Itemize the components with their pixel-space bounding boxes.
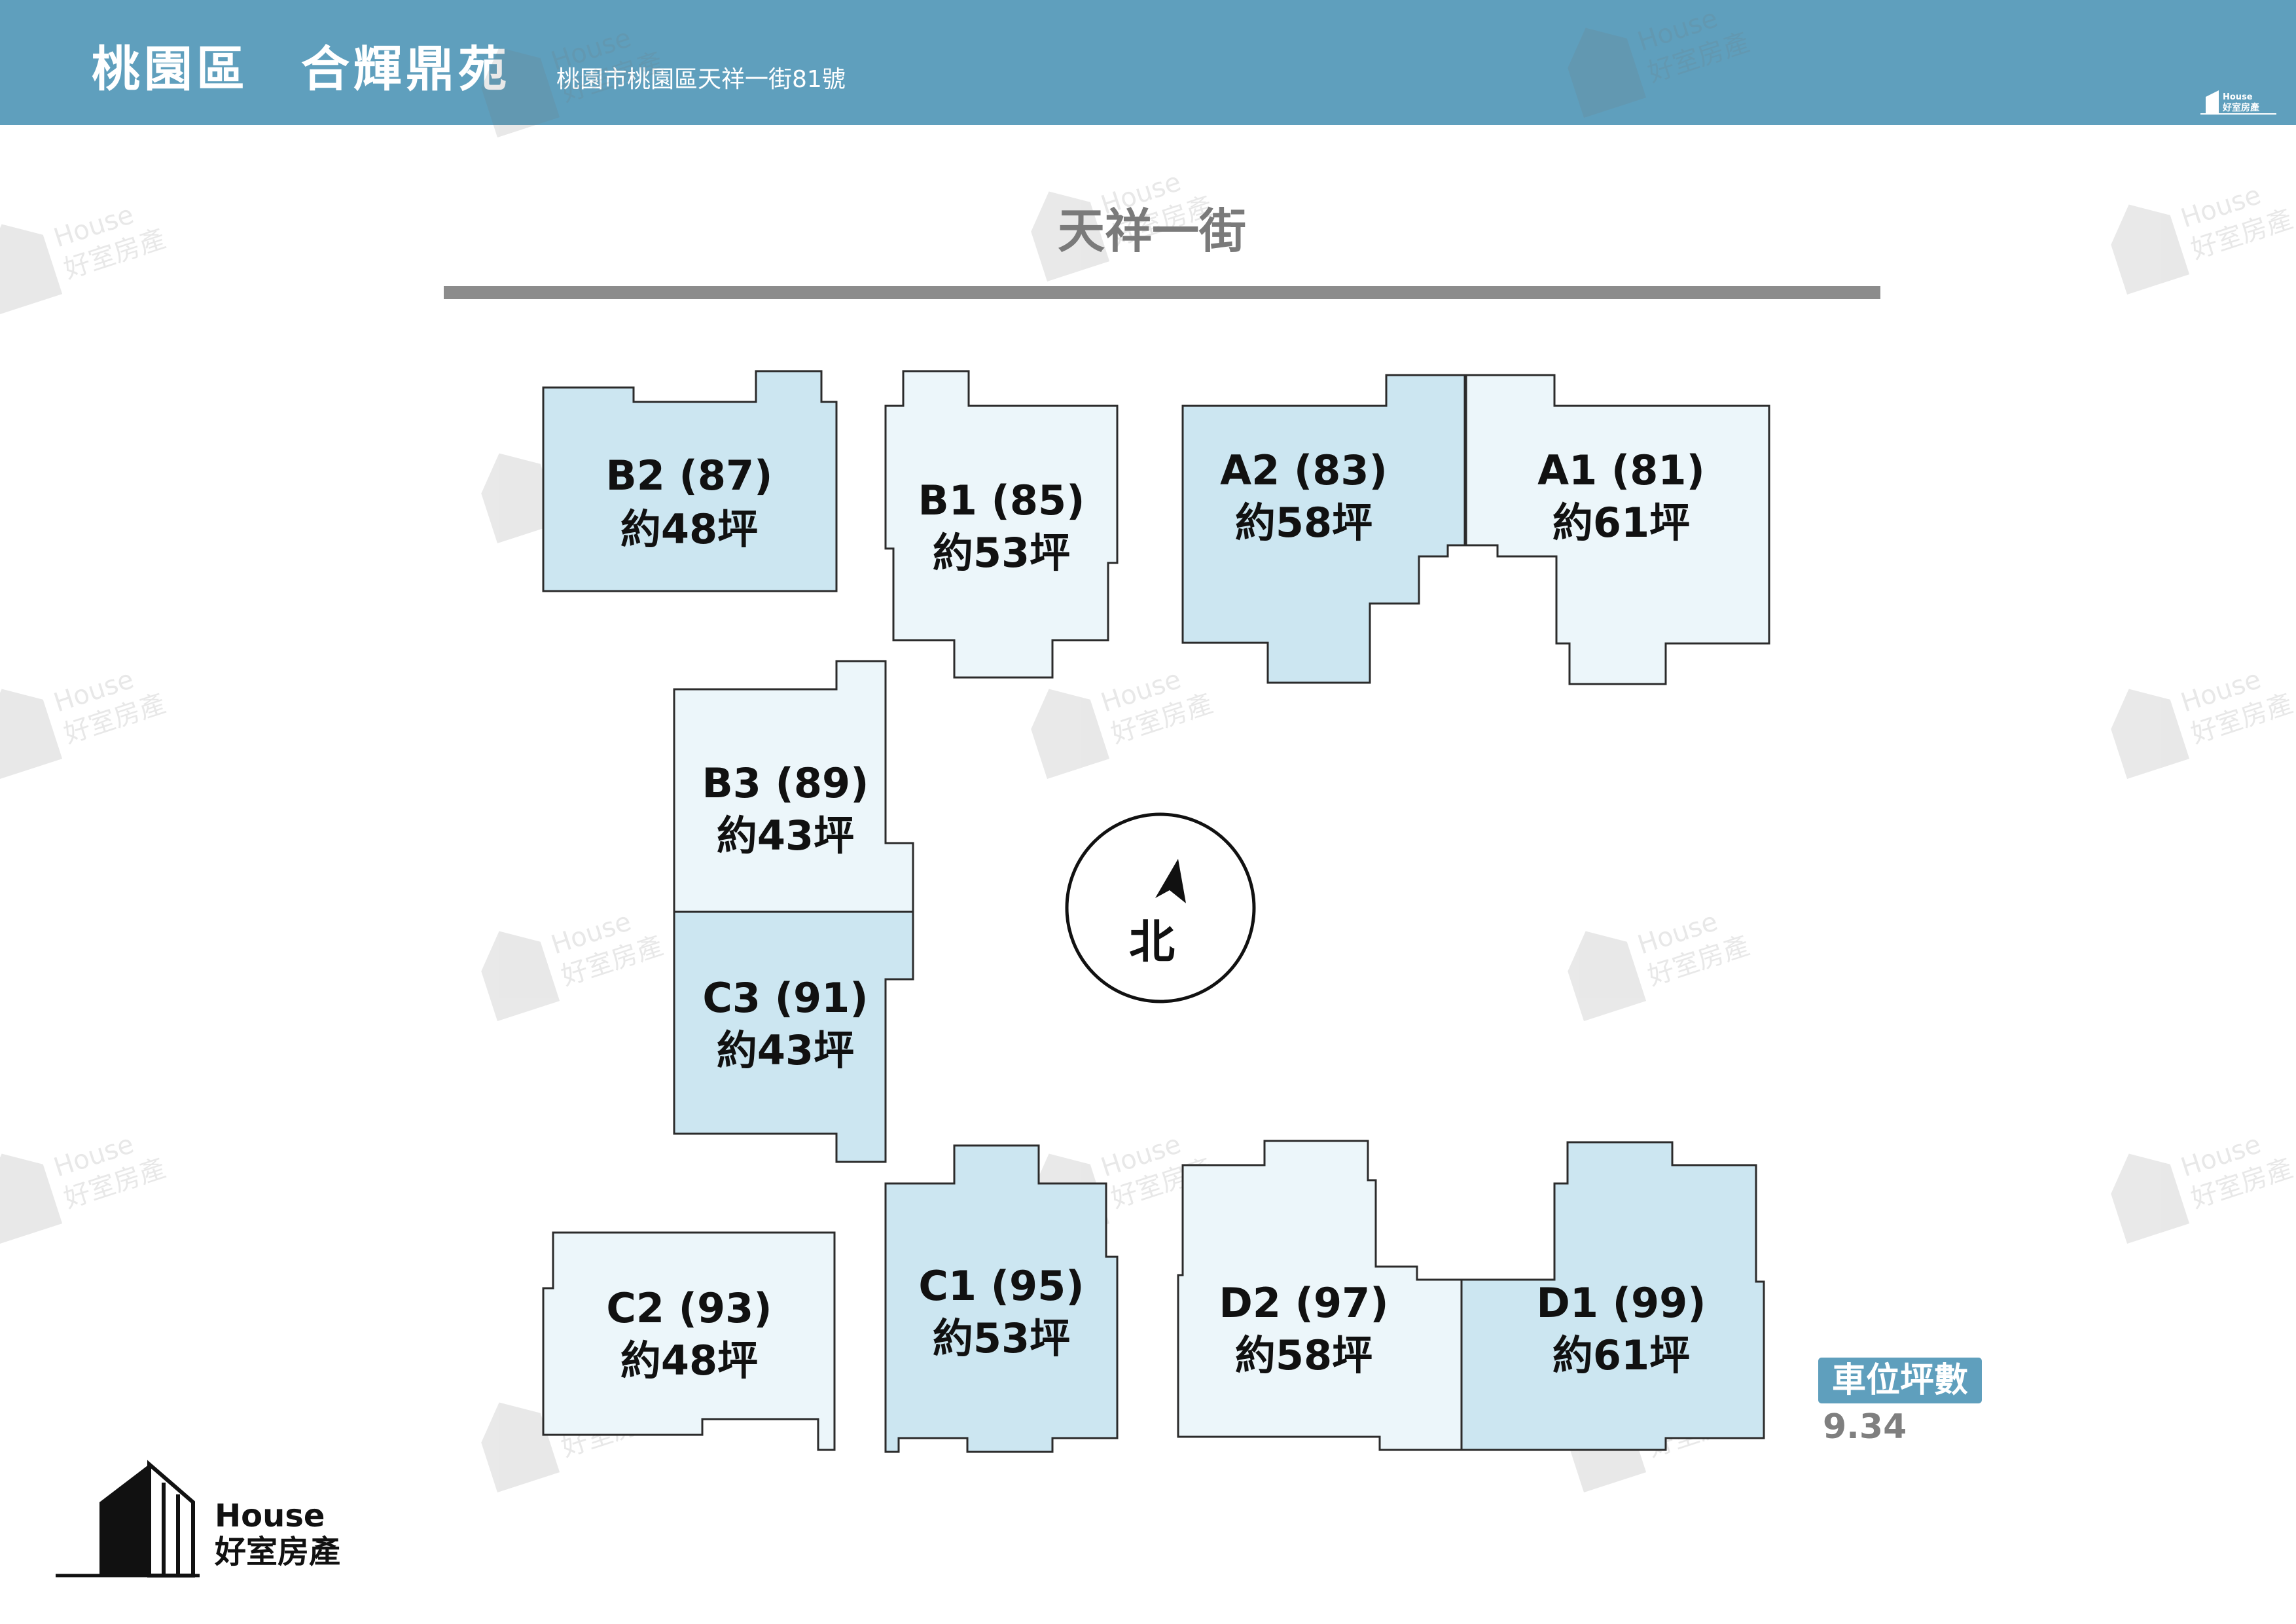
building-d2[interactable]: D2 (97) 約58坪 (1177, 1140, 1463, 1451)
watermark-building-icon (0, 1153, 63, 1244)
watermark-building-icon (1568, 931, 1647, 1021)
building-a2[interactable]: A2 (83) 約58坪 (1181, 374, 1466, 684)
page-title: 桃園區 合輝鼎苑 (92, 41, 511, 98)
building-c1[interactable]: C1 (95) 約53坪 (884, 1144, 1119, 1453)
north-compass: 北 (1065, 812, 1256, 1003)
watermark-building-icon (1568, 27, 1647, 118)
address-text: 桃園市桃園區天祥一街81號 (556, 66, 846, 93)
header-logo-zh: 好室房產 (2222, 102, 2259, 113)
brand-logo: House 好室房產 (56, 1460, 340, 1578)
header-logo: House 好室房產 (2200, 90, 2276, 115)
building-d2-outline (1177, 1140, 1463, 1451)
building-c2[interactable]: C2 (93) 約48坪 (542, 1231, 836, 1451)
building-b1-area: 約53坪 (933, 529, 1070, 577)
header-bar: 桃園區 合輝鼎苑 桃園市桃園區天祥一街81號 House 好室房產 (0, 0, 2296, 125)
street-name: 天祥一街 (1058, 204, 1246, 259)
compass-label: 北 (1129, 915, 1175, 969)
watermark-building-icon (1031, 689, 1110, 779)
brand-name-zh: 好室房產 (214, 1534, 340, 1570)
building-c1-outline (884, 1144, 1119, 1453)
building-c2-area: 約48坪 (620, 1337, 758, 1384)
building-b3[interactable]: B3 (89) 約43坪 (673, 660, 914, 913)
building-b1-number: B1 (85) (918, 477, 1085, 524)
building-b1-outline (884, 370, 1119, 679)
building-a1-outline (1465, 374, 1770, 685)
building-b1[interactable]: B1 (85) 約53坪 (884, 370, 1119, 679)
building-a2-number: A2 (83) (1220, 446, 1388, 494)
building-c3-number: C3 (91) (702, 974, 868, 1022)
building-d2-number: D2 (97) (1219, 1279, 1388, 1327)
building-logo-icon (56, 1460, 200, 1578)
building-c1-number: C1 (95) (918, 1262, 1084, 1310)
watermark-building-icon (481, 931, 560, 1021)
building-b2-number: B2 (87) (606, 452, 773, 499)
building-a1[interactable]: A1 (81) 約61坪 (1465, 374, 1770, 685)
watermark-building-icon (0, 224, 63, 314)
parking-value: 9.34 (1823, 1407, 1907, 1447)
watermark-building-icon (481, 47, 560, 137)
header-logo-en: House (2223, 92, 2253, 102)
building-b2-outline (542, 370, 838, 592)
watermark-building-icon (2111, 204, 2190, 295)
watermark-building-icon (481, 453, 560, 543)
building-c3-outline (673, 911, 914, 1163)
building-b3-number: B3 (89) (702, 759, 869, 807)
building-b2-area: 約48坪 (620, 505, 758, 553)
watermark-building-icon (2111, 689, 2190, 779)
building-c2-number: C2 (93) (606, 1284, 772, 1332)
building-b3-area: 約43坪 (717, 812, 854, 859)
building-d1[interactable]: D1 (99) 約61坪 (1460, 1141, 1765, 1451)
building-c3-area: 約43坪 (717, 1026, 854, 1074)
watermark-building-icon (0, 689, 63, 779)
building-d1-area: 約61坪 (1552, 1331, 1690, 1379)
watermark-building-icon (1031, 191, 1110, 281)
building-d1-number: D1 (99) (1536, 1279, 1706, 1327)
building-a1-area: 約61坪 (1552, 499, 1690, 547)
building-a1-number: A1 (81) (1537, 446, 1705, 494)
watermark-building-icon (2111, 1153, 2190, 1244)
north-arrow-icon (1155, 859, 1186, 903)
building-c3[interactable]: C3 (91) 約43坪 (673, 911, 914, 1163)
watermark-building-icon (481, 1402, 560, 1492)
parking-label: 車位坪數 (1818, 1358, 1982, 1403)
building-a2-area: 約58坪 (1235, 499, 1372, 547)
building-c2-outline (542, 1231, 836, 1451)
building-c1-area: 約53坪 (933, 1314, 1070, 1362)
compass-ring (1065, 812, 1256, 1003)
building-d1-outline (1460, 1141, 1765, 1451)
building-d2-area: 約58坪 (1235, 1331, 1372, 1379)
building-b2[interactable]: B2 (87) 約48坪 (542, 370, 838, 592)
building-a2-outline (1181, 374, 1466, 684)
brand-name-en: House (215, 1498, 325, 1534)
street-line (444, 286, 1880, 299)
